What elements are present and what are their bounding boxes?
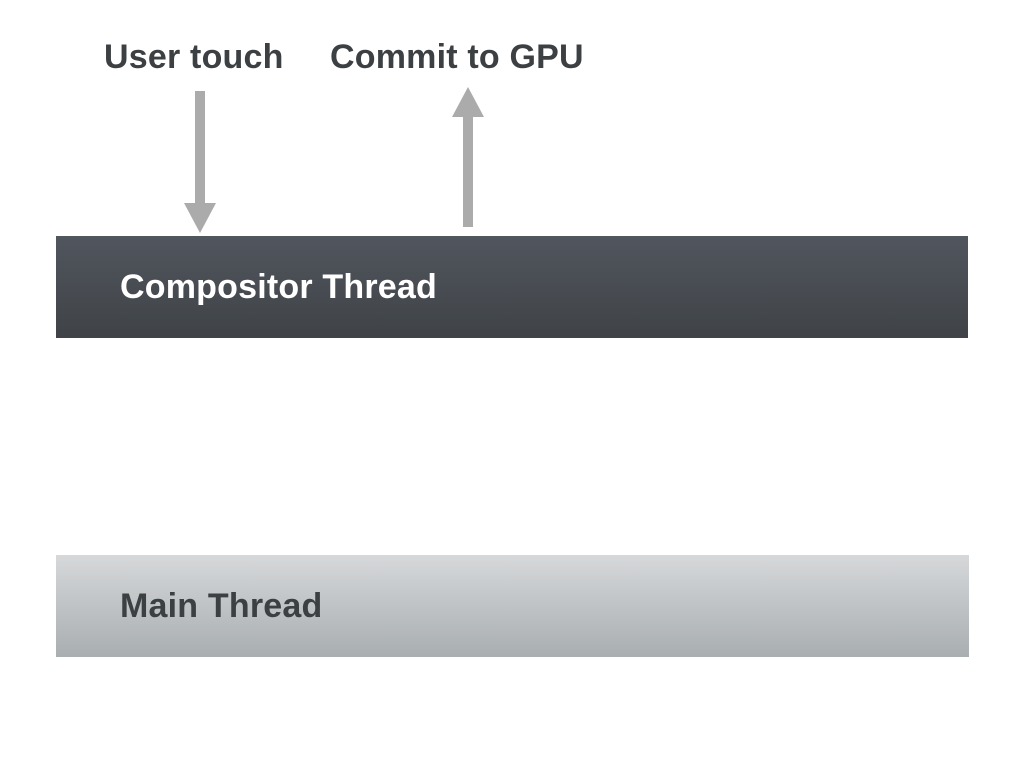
- main-thread-bar: Main Thread: [56, 555, 969, 657]
- down-arrow-icon: [184, 91, 216, 233]
- user-touch-label: User touch: [104, 38, 284, 76]
- up-arrow-shaft: [463, 116, 473, 227]
- compositor-thread-bar: Compositor Thread: [56, 236, 968, 338]
- commit-to-gpu-label: Commit to GPU: [330, 38, 584, 76]
- up-arrow-head: [452, 87, 484, 117]
- down-arrow-shaft: [195, 91, 205, 204]
- down-arrow-head: [184, 203, 216, 233]
- up-arrow-icon: [452, 87, 484, 227]
- main-thread-label: Main Thread: [120, 586, 323, 625]
- compositor-thread-label: Compositor Thread: [120, 267, 437, 306]
